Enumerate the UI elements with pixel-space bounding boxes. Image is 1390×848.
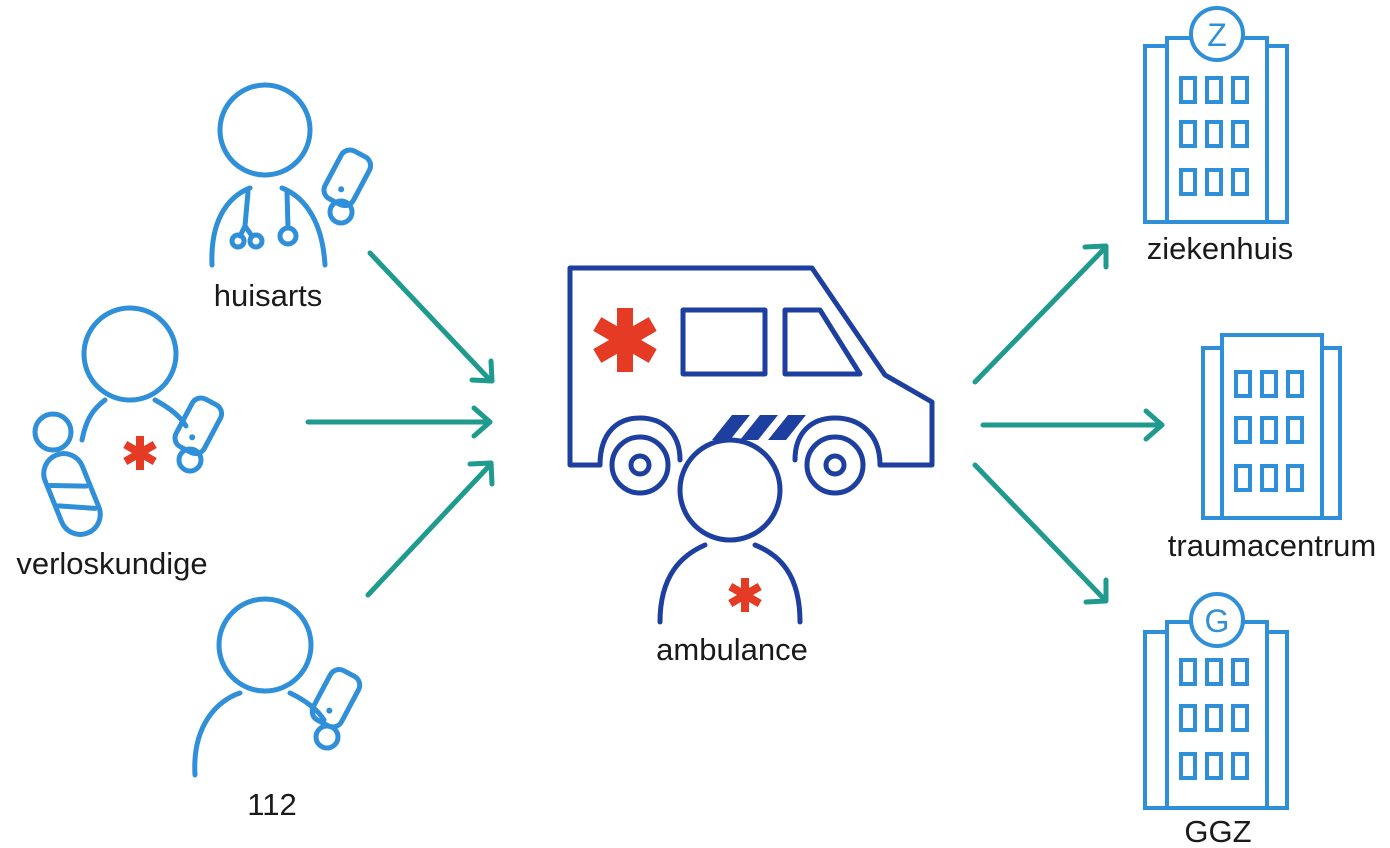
huisarts-node: huisarts xyxy=(209,82,374,313)
ambulance-node: ambulance xyxy=(567,265,935,667)
midwife-with-baby-and-phone-icon xyxy=(32,305,225,537)
outgoing-arrow-ggz xyxy=(972,462,1109,605)
traumacentrum-node: traumacentrum xyxy=(1168,333,1376,563)
star-of-life-icon xyxy=(123,436,157,470)
ggz-badge: G xyxy=(1205,603,1230,639)
trauma-center-building-icon xyxy=(1201,333,1342,520)
ziekenhuis-label: ziekenhuis xyxy=(1147,231,1293,266)
doctor-with-stethoscope-and-phone-icon xyxy=(209,82,374,268)
112-node: 112 xyxy=(192,596,363,822)
star-of-life-icon xyxy=(728,578,762,612)
verloskundige-node: verloskundige xyxy=(16,305,225,581)
ggz-label: GGZ xyxy=(1184,814,1251,848)
incoming-arrow-112 xyxy=(365,460,495,598)
mental-health-building-icon: G xyxy=(1143,592,1289,810)
incoming-arrow-huisarts xyxy=(367,250,495,384)
112-label: 112 xyxy=(247,787,296,822)
star-of-life-icon xyxy=(593,308,657,372)
hospital-building-icon: Z xyxy=(1143,6,1289,224)
ggz-node: G GGZ xyxy=(1143,592,1289,848)
ambulance-with-paramedic-icon xyxy=(567,265,935,625)
ziekenhuis-badge: Z xyxy=(1207,17,1227,53)
traumacentrum-label: traumacentrum xyxy=(1168,528,1376,563)
huisarts-label: huisarts xyxy=(214,278,323,313)
verloskundige-label: verloskundige xyxy=(16,546,207,581)
ambulance-label: ambulance xyxy=(656,632,808,667)
incoming-arrow-verloskundige xyxy=(305,405,493,439)
outgoing-arrow-ziekenhuis xyxy=(972,243,1109,385)
ziekenhuis-node: Z ziekenhuis xyxy=(1143,6,1293,266)
outgoing-arrow-traumacentrum xyxy=(980,408,1165,442)
caller-with-phone-icon xyxy=(192,596,363,778)
